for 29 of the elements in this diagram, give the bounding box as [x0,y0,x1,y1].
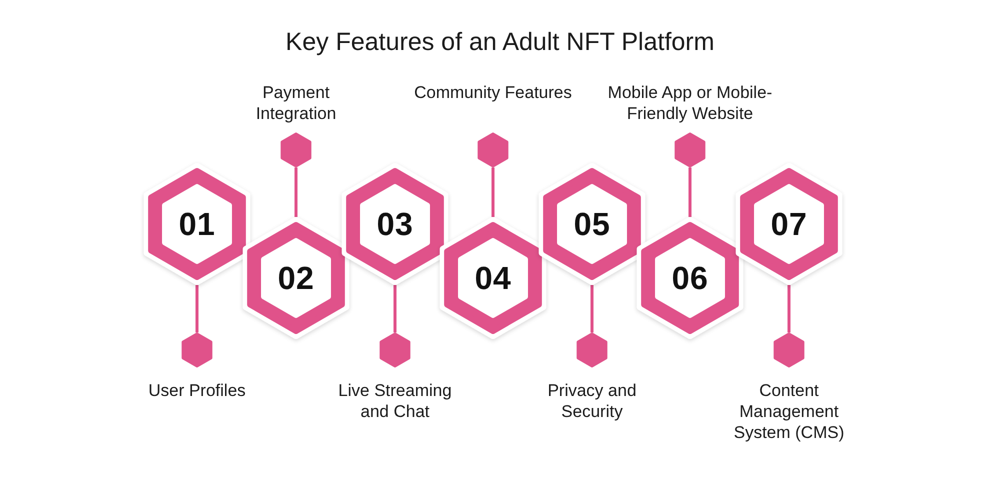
feature-label: Community Features [414,82,572,103]
feature-label: Mobile App or Mobile-Friendly Website [606,82,774,124]
connector-line [394,285,396,332]
step-number: 06 [672,261,708,295]
connector-line [294,168,298,217]
hexagon-icon [379,332,411,368]
step-number: 02 [278,261,314,295]
connector-line [196,285,198,332]
hexagon-icon [576,332,608,368]
hexagon-icon [477,132,509,168]
connector-line [492,168,494,217]
feature-label: Live Streaming and Chat [337,380,453,422]
hexagon-icon [674,132,706,168]
feature-label: User Profiles [148,380,246,401]
hexagon-icon [773,332,805,368]
step-number: 04 [474,261,512,295]
step-number: 07 [770,207,808,241]
feature-label: Payment Integration [254,82,338,124]
step-number: 01 [178,207,216,241]
title: Key Features of an Adult NFT Platform [286,27,714,57]
hexagon-icon [280,132,312,168]
connector-line [788,285,790,332]
connector-line [688,168,692,217]
connector-line [590,285,594,332]
feature-label: Privacy and Security [546,380,638,422]
feature-label: Content Management System (CMS) [732,380,846,443]
hexagon-icon [181,332,213,368]
step-number: 03 [376,207,414,241]
step-number: 05 [574,207,610,241]
